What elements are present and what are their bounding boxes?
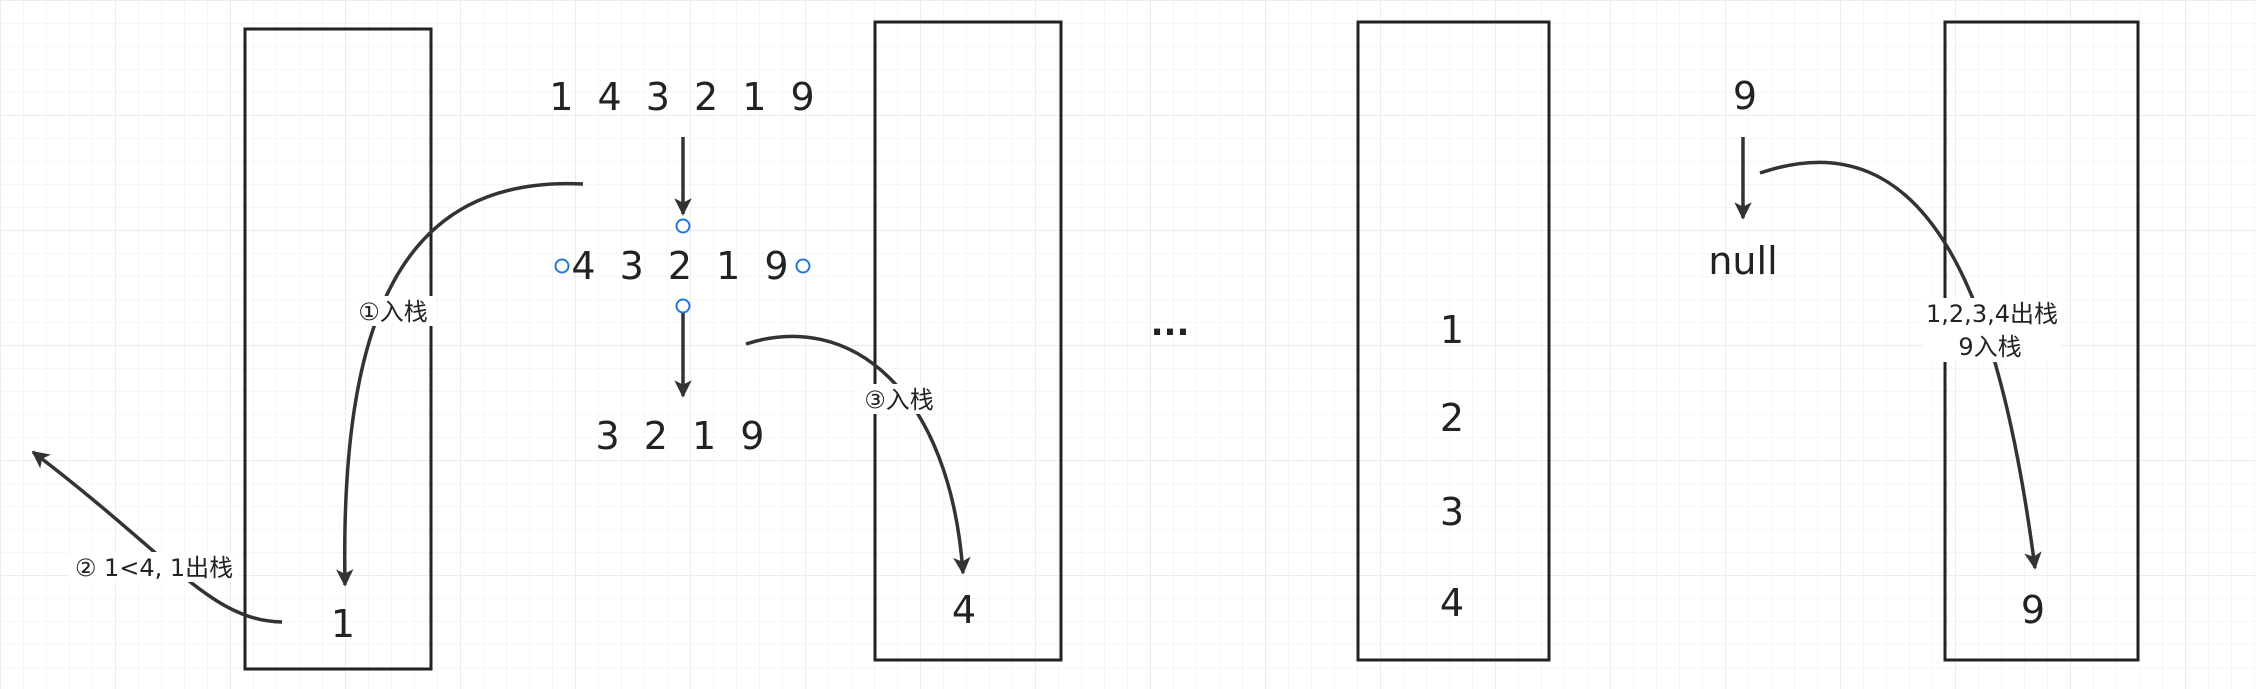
arrow-push-1[interactable] [335,181,584,587]
note-pop-all: 1,2,3,4出栈 [1926,300,2058,328]
stack-1-item: 1 [331,602,355,646]
selection-handle-left[interactable] [554,258,570,274]
sequence-after-second: 3 2 1 9 [596,414,771,458]
sequence-initial: 1 4 3 2 1 9 [549,75,820,119]
note-bg [353,296,433,326]
stack-box-3[interactable] [1356,20,1551,662]
arrow-pop-all-push-9[interactable] [1759,160,2042,570]
selection-handle-bottom[interactable] [675,298,691,314]
selection-handle-top[interactable] [675,218,691,234]
stack-3-item: 1 [1440,308,1464,352]
note-bg [859,384,939,414]
stack-3-item: 3 [1440,490,1464,534]
note-bg [1924,298,2060,362]
stack-3-item: 4 [1440,581,1464,625]
stack-box-2[interactable] [873,20,1063,662]
note-bg [69,552,239,582]
note-push-1: ①入栈 [358,298,428,326]
ellipsis: ... [1151,304,1190,344]
stack-3-item: 2 [1440,396,1464,440]
selection-handle-right[interactable] [795,258,811,274]
note-pop-2: ② 1<4, 1出栈 [75,554,233,582]
sequence-after-first[interactable]: 4 3 2 1 9 [571,244,794,288]
arrow-push-4[interactable] [745,334,971,575]
stack-4-item: 9 [2021,588,2045,632]
note-push-3: ③入栈 [864,386,934,414]
stack-2-item: 4 [952,588,976,632]
sequence-null: null [1708,239,1777,283]
sequence-last-single: 9 [1733,74,1757,118]
note-push-9: 9入栈 [1958,333,2021,361]
stack-box-1[interactable] [243,27,433,671]
